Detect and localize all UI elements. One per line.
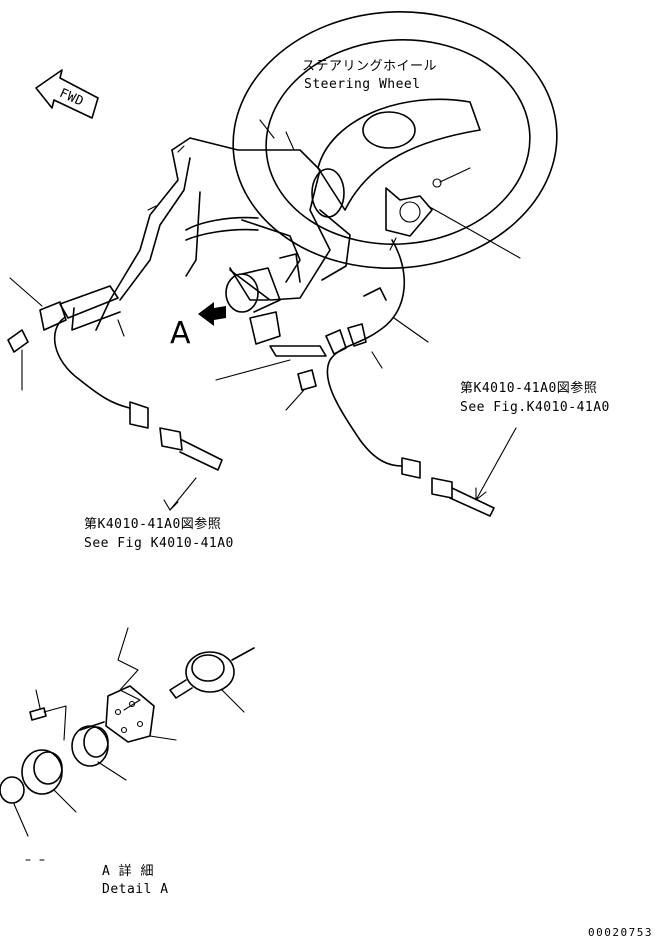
ref-right-jp: 第K4010-41A0図参照 <box>460 380 597 396</box>
right-wiring-harness <box>215 237 517 517</box>
steering-wheel-label-jp: ステアリングホイール <box>302 59 437 74</box>
steering-column-assembly <box>7 119 351 391</box>
steering-wheel <box>232 11 558 269</box>
steering-wheel-label-en: Steering Wheel <box>304 77 421 92</box>
ref-left-en: See Fig K4010-41A0 <box>84 536 234 551</box>
detail-a-label-jp: A 詳 細 <box>102 863 154 879</box>
ref-left-jp: 第K4010-41A0図参照 <box>84 516 221 532</box>
view-direction-arrow-icon: A <box>170 302 226 351</box>
drawing-number: 00020753 <box>588 926 653 939</box>
view-a-label: A <box>170 316 191 351</box>
detail-a-exploded-view <box>0 627 255 861</box>
ref-right-en: See Fig.K4010-41A0 <box>460 400 610 415</box>
left-wiring-harness <box>53 317 223 511</box>
fwd-arrow-icon: FWD <box>35 69 99 119</box>
detail-a-label-en: Detail A <box>102 882 169 897</box>
